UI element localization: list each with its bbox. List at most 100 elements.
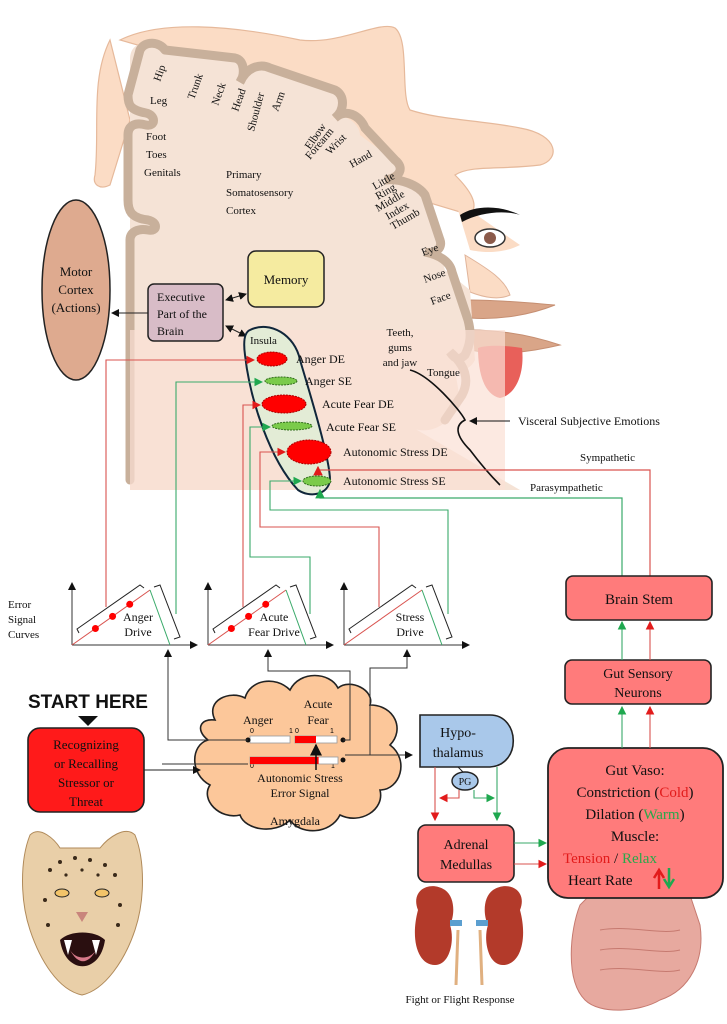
emotion-anger-de: Anger DE bbox=[256, 351, 345, 367]
fall-bracket bbox=[153, 584, 181, 640]
signal-dot bbox=[109, 612, 117, 620]
label-tongue: Tongue bbox=[427, 367, 460, 379]
emotion-label: Anger DE bbox=[296, 352, 345, 366]
dilation-line: Dilation (Warm) bbox=[585, 807, 684, 823]
label-toes: Toes bbox=[146, 149, 167, 161]
signal-dot bbox=[245, 612, 253, 620]
label-teeth-2: gums bbox=[388, 342, 412, 354]
emotion-list: Anger DE Anger SE Acute Fear DE Acute Fe… bbox=[256, 351, 448, 488]
executive-memory-arrow bbox=[225, 292, 247, 302]
sympathetic-path bbox=[313, 465, 651, 576]
gut-sensory-node: Gut Sensory Neurons bbox=[564, 659, 712, 705]
emotion-label: Anger SE bbox=[305, 374, 352, 388]
esc-line1: Error bbox=[8, 599, 32, 611]
stressor-line2: or Recalling bbox=[54, 756, 118, 771]
motor-cortex-node: Motor Cortex (Actions) bbox=[41, 199, 111, 381]
visceral-label: Visceral Subjective Emotions bbox=[518, 414, 660, 428]
cortex-title-2: Somatosensory bbox=[226, 187, 294, 199]
fall-bracket bbox=[425, 584, 453, 640]
esc-line2: Signal bbox=[8, 614, 36, 626]
fear-scale-max: 1 bbox=[330, 728, 334, 735]
adrenal-line1: Adrenal bbox=[443, 838, 488, 853]
pituitary-node: PG bbox=[451, 766, 479, 791]
de-cloud-icon bbox=[256, 351, 288, 367]
stressor-line4: Threat bbox=[69, 794, 103, 809]
sympathetic-label: Sympathetic bbox=[580, 452, 635, 464]
emotion-label: Autonomic Stress DE bbox=[343, 445, 448, 459]
anger-bar-track bbox=[249, 735, 291, 744]
hypothalamus-line1: Hypo- bbox=[440, 726, 476, 741]
se-ellipse-icon bbox=[264, 376, 298, 386]
stress-scale-min: 0 bbox=[250, 763, 254, 770]
esc-line3: Curves bbox=[8, 629, 39, 641]
arrow-up-icon bbox=[652, 867, 666, 889]
gut-vaso-label: Gut Vaso: bbox=[605, 763, 664, 779]
adrenal-node: Adrenal Medullas bbox=[417, 824, 515, 883]
emotion-label: Acute Fear SE bbox=[326, 420, 396, 434]
amygdala-label: Amygdala bbox=[270, 814, 321, 828]
label-hip: Hip bbox=[152, 63, 169, 83]
gut-sensory-line1: Gut Sensory bbox=[603, 667, 673, 682]
signal-dot bbox=[227, 625, 235, 632]
anger-scale-max: 1 bbox=[289, 728, 293, 735]
arrow-down-icon bbox=[662, 868, 676, 890]
fall-bracket bbox=[289, 584, 317, 640]
hypothalamus-line2: thalamus bbox=[433, 746, 484, 761]
drive-label-1: Stress bbox=[396, 610, 425, 624]
heart-rate-label: Heart Rate bbox=[568, 873, 633, 889]
emotion-anger-se: Anger SE bbox=[264, 374, 352, 388]
fight-flight-label: Fight or Flight Response bbox=[405, 994, 514, 1006]
drive-feedback-lines bbox=[105, 355, 449, 614]
stress-scale-max: 1 bbox=[331, 763, 335, 770]
fear-scale-min: 0 bbox=[295, 728, 299, 735]
brain-stem-node: Brain Stem bbox=[565, 575, 713, 621]
constriction-line: Constriction (Cold) bbox=[576, 785, 693, 801]
drive-label-1: Anger bbox=[123, 610, 153, 624]
rise-bracket bbox=[348, 584, 417, 634]
signal-dot bbox=[262, 600, 270, 608]
falling-line bbox=[285, 589, 307, 646]
emotion-stress-de: Autonomic Stress DE bbox=[286, 439, 448, 465]
signal-dot bbox=[91, 625, 99, 632]
cortex-labels: Hip Leg Trunk Neck Head Shoulder Arm Elb… bbox=[144, 63, 460, 379]
down-arrow-icon bbox=[78, 716, 98, 726]
label-eye: Eye bbox=[420, 242, 440, 259]
falling-line bbox=[149, 589, 171, 646]
drive-label-1: Acute bbox=[260, 610, 289, 624]
emotion-label: Autonomic Stress SE bbox=[343, 474, 446, 488]
drive-label-2: Drive bbox=[124, 625, 151, 639]
anger-scale-min: 0 bbox=[250, 728, 254, 735]
hypothalamus-node: Hypo- thalamus bbox=[419, 714, 514, 768]
executive-node: Executive Part of the Brain bbox=[147, 283, 224, 342]
motor-cortex-line2: Cortex bbox=[58, 282, 94, 297]
muscle-label: Muscle: bbox=[611, 829, 659, 845]
stressor-line1: Recognizing bbox=[53, 737, 119, 752]
kidneys-image bbox=[414, 886, 524, 986]
adrenal-line2: Medullas bbox=[440, 858, 492, 873]
amygdala-stress-label1: Autonomic Stress bbox=[257, 771, 343, 785]
brain-stem-label: Brain Stem bbox=[605, 592, 673, 608]
amygdala-anger-label: Anger bbox=[243, 713, 273, 727]
falling-line bbox=[421, 589, 443, 646]
motor-cortex-line1: Motor bbox=[60, 264, 93, 279]
emotion-stress-se: Autonomic Stress SE bbox=[302, 474, 446, 488]
se-ellipse-icon bbox=[302, 475, 332, 487]
gut-sensory-line2: Neurons bbox=[614, 686, 661, 701]
intestines-image bbox=[570, 894, 702, 1011]
cortex-title-1: Primary bbox=[226, 169, 262, 181]
signal-dot bbox=[126, 600, 134, 608]
se-ellipse-icon bbox=[271, 421, 313, 431]
stressor-node: Recognizing or Recalling Stressor or Thr… bbox=[27, 727, 145, 813]
label-teeth-3: and jaw bbox=[383, 357, 418, 369]
upper-lip-icon bbox=[469, 299, 556, 319]
amygdala-node: Anger Acute Fear Autonomic Stress Error … bbox=[194, 674, 402, 832]
memory-node: Memory bbox=[247, 250, 325, 308]
stressor-line3: Stressor or bbox=[58, 775, 115, 790]
label-teeth-1: Teeth, bbox=[386, 327, 413, 339]
de-cloud-icon bbox=[286, 439, 332, 465]
amygdala-fear-label2: Fear bbox=[307, 713, 328, 727]
rise-bracket bbox=[212, 584, 281, 634]
